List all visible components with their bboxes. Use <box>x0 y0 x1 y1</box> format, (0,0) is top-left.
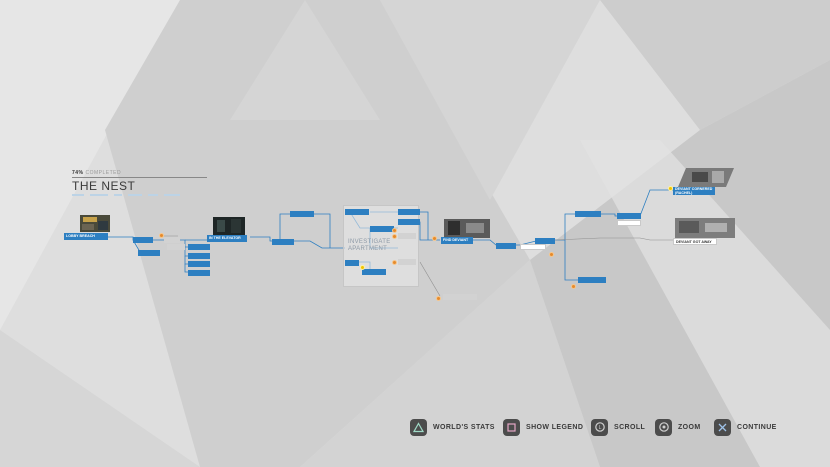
flow-node[interactable] <box>398 219 420 225</box>
flow-node[interactable] <box>575 211 601 217</box>
completion-percent: 74% <box>72 170 84 176</box>
flow-node-locked <box>398 259 416 265</box>
world-stats-button[interactable]: WORLD'S STATS <box>410 416 495 438</box>
flow-node-locked <box>398 233 416 239</box>
square-icon <box>503 418 520 436</box>
ending-marker <box>668 186 673 191</box>
flow-node-alternate[interactable] <box>520 244 546 250</box>
ending-got-away-thumbnail[interactable] <box>675 218 735 238</box>
scroll-label: SCROLL <box>614 423 646 431</box>
flow-node[interactable] <box>272 239 294 245</box>
flow-node[interactable] <box>188 261 210 267</box>
lobby-thumbnail[interactable] <box>80 215 110 232</box>
flow-node-ending-got-away[interactable]: DEVIANT GOT AWAY <box>673 238 717 245</box>
cross-icon <box>714 418 731 436</box>
flow-node[interactable] <box>188 244 210 250</box>
right-stick-icon <box>655 418 672 436</box>
objective-marker <box>571 284 576 289</box>
flow-node[interactable] <box>578 277 606 283</box>
objective-marker <box>360 265 365 270</box>
flow-node-ending-cornered[interactable]: DEVIANT CORNERED (RACHEL) <box>673 187 715 195</box>
objective-marker <box>392 260 397 265</box>
svg-text:L: L <box>598 425 601 431</box>
continue-label: CONTINUE <box>737 423 777 431</box>
objective-marker <box>392 228 397 233</box>
flow-node-locked <box>443 294 477 300</box>
flow-node[interactable] <box>138 250 160 256</box>
flow-node[interactable] <box>345 209 369 215</box>
flow-node[interactable] <box>133 237 153 243</box>
completion-readout: 74%COMPLETED <box>72 170 212 176</box>
ending-cornered-thumbnail[interactable] <box>678 168 734 187</box>
flow-node[interactable] <box>345 260 359 266</box>
find-deviant-image <box>444 219 490 238</box>
flow-node-lobby[interactable]: LOBBY BREACH <box>64 233 108 240</box>
flow-node-locked <box>167 244 185 250</box>
show-legend-label: SHOW LEGEND <box>526 423 584 431</box>
world-stats-label: WORLD'S STATS <box>433 423 495 431</box>
chapter-title: THE NEST <box>72 179 136 193</box>
flow-node[interactable] <box>188 253 210 259</box>
objective-marker <box>392 234 397 239</box>
zoom-control[interactable]: ZOOM <box>655 416 701 438</box>
flow-node[interactable] <box>290 211 314 217</box>
objective-marker <box>432 236 437 241</box>
continue-button[interactable]: CONTINUE <box>714 416 777 438</box>
show-legend-button[interactable]: SHOW LEGEND <box>503 416 583 438</box>
triangle-icon <box>410 418 427 436</box>
completion-label: COMPLETED <box>85 170 122 176</box>
header-divider <box>72 177 207 178</box>
left-stick-icon: L <box>591 418 608 436</box>
flow-node-locked <box>164 237 180 243</box>
elevator-image <box>213 217 245 235</box>
ending-got-away-image <box>675 218 735 238</box>
flow-node-alternate[interactable] <box>617 220 641 226</box>
flow-node-find-deviant[interactable]: FIND DEVIANT <box>441 237 473 244</box>
investigate-apartment-title: INVESTIGATE APARTMENT <box>348 239 391 252</box>
flow-node[interactable] <box>535 238 555 244</box>
header-stat-bars <box>72 194 192 197</box>
flow-node[interactable] <box>362 269 386 275</box>
lobby-image <box>80 215 110 232</box>
flow-node[interactable] <box>617 213 641 219</box>
elevator-thumbnail[interactable] <box>213 217 245 235</box>
chapter-header: 74%COMPLETED THE NEST <box>72 170 212 196</box>
flow-node-elevator[interactable]: IN THE ELEVATOR <box>207 235 247 242</box>
objective-marker <box>436 296 441 301</box>
flow-node[interactable] <box>370 226 394 232</box>
ending-cornered-image <box>678 168 734 187</box>
find-deviant-thumbnail[interactable] <box>444 219 490 238</box>
flow-node[interactable] <box>496 243 516 249</box>
controls-bar: WORLD'S STATS SHOW LEGEND L SCROLL ZOOM … <box>0 416 830 438</box>
flow-node[interactable] <box>398 209 420 215</box>
objective-marker <box>159 233 164 238</box>
zoom-label: ZOOM <box>678 423 701 431</box>
objective-marker <box>549 252 554 257</box>
scroll-control[interactable]: L SCROLL <box>591 416 645 438</box>
flow-node[interactable] <box>188 270 210 276</box>
